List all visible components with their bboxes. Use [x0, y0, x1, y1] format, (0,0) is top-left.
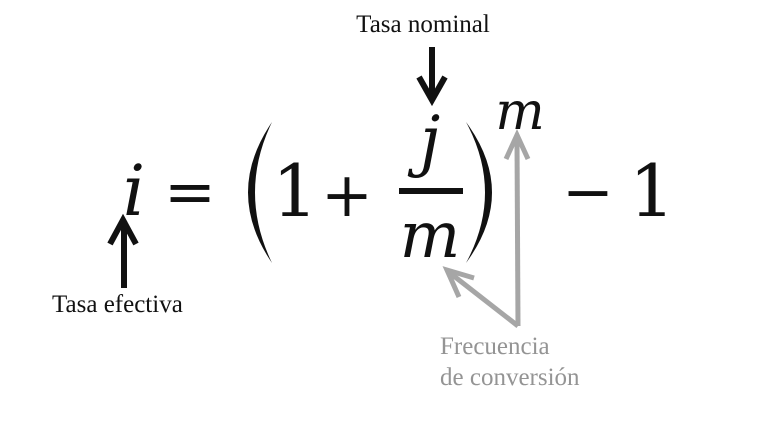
tasa-nominal-down-arrow-icon — [416, 47, 448, 107]
frecuencia-conversion-label: Frecuencia de conversión — [440, 331, 580, 393]
frecuencia-conversion-label-line1: Frecuencia — [440, 333, 550, 360]
frecuencia-vertical-arrow-icon — [503, 128, 531, 327]
formula-one: 1 — [272, 149, 318, 233]
close-paren-glyph — [466, 122, 492, 263]
open-paren-glyph — [248, 122, 272, 263]
formula-equals-sign: = — [164, 155, 216, 228]
formula-final-one: 1 — [629, 149, 675, 233]
frecuencia-conversion-label-line2: de conversión — [440, 364, 580, 391]
tasa-nominal-label: Tasa nominal — [356, 11, 490, 38]
formula-minus-sign: − — [562, 155, 614, 228]
formula-denominator-m: m — [399, 199, 461, 273]
formula-numerator-j: j — [419, 102, 441, 179]
frecuencia-diagonal-arrow-icon — [442, 266, 520, 328]
formula-exponent-m: m — [495, 82, 545, 142]
formula-lhs-i: i — [122, 150, 146, 232]
formula-plus-sign: + — [321, 158, 373, 231]
fraction-bar — [399, 188, 463, 194]
tasa-efectiva-label: Tasa efectiva — [52, 291, 183, 318]
